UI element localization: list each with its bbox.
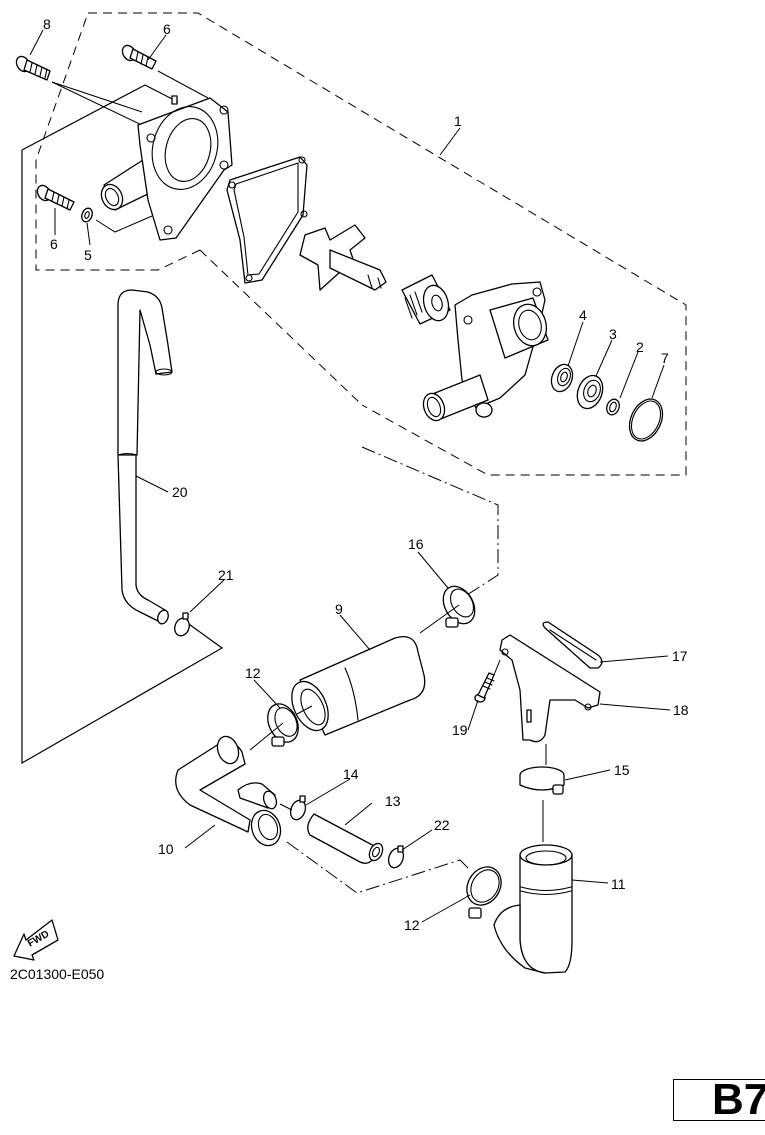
callout-3: 3 [609,326,617,342]
callout-14: 14 [343,766,359,782]
callout-4: 4 [579,307,587,323]
leader-bolt-8 [51,81,149,129]
hose-route-outline-top [21,84,179,151]
leader-cover18-clamp15 [542,744,547,842]
callout-16: 16 [408,536,424,552]
hose-11 [493,844,573,974]
bearing-3 [576,374,604,410]
callout-15: 15 [614,762,630,778]
pipe-10 [175,735,282,847]
hose-9 [291,635,426,736]
leader-hose9-clamp16 [419,604,460,634]
callout-13: 13 [385,793,401,809]
callout-6-bottom: 6 [50,236,58,252]
clamp-14 [289,795,307,821]
leader-washer-5 [95,215,153,233]
leader-clamp12-pipe10 [249,705,313,751]
leader-pipe10-clamp14 [279,803,293,811]
pump-housing [422,281,549,422]
breather-hose-20 [117,289,173,625]
callout-leaders [29,29,671,923]
bolt-19 [474,672,495,703]
callout-19: 19 [452,722,468,738]
leader-bolt-6-top [157,70,209,99]
mechanical-seal [401,274,451,325]
callout-20: 20 [172,484,188,500]
callout-5: 5 [84,247,92,263]
callout-22: 22 [434,817,450,833]
hose-route-outline [21,150,224,765]
callout-9: 9 [335,601,343,617]
oil-seal-4 [550,363,574,393]
impeller-shaft [299,224,387,291]
callout-11: 11 [611,876,626,892]
callout-8: 8 [43,16,51,32]
callout-7: 7 [661,350,669,366]
bolt-6-top [121,44,157,70]
route-line-bottom [286,841,471,894]
leader-bolt19-cover [493,659,501,676]
drawing-code: 2C01300-E050 [10,966,105,982]
clamp-21 [174,612,190,637]
callout-6-top: 6 [163,21,171,37]
hose-clamp-12-lower [466,866,502,919]
fwd-arrow-icon: FWD [13,919,59,961]
callout-12-upper: 12 [245,665,261,681]
washer-5 [81,207,93,223]
callout-10: 10 [158,841,174,857]
gasket-17 [542,621,603,669]
circlip-2 [606,398,620,416]
bolt-8 [15,55,51,81]
assembly-1-dashed-boundary [35,12,687,476]
gasket [226,156,308,284]
callout-2: 2 [636,339,644,355]
route-line-right [361,446,499,596]
hose-13 [307,813,384,864]
page-code: B7 [712,1075,765,1124]
o-ring-7 [628,398,664,442]
callout-17: 17 [672,648,688,664]
hose-clamp-15 [519,766,565,795]
page-code-box: B7 [673,1075,765,1124]
callout-12-lower: 12 [404,917,420,933]
clamp-22 [387,845,405,869]
pump-cover [100,95,233,241]
callout-21: 21 [218,567,234,583]
callout-18: 18 [673,702,689,718]
bolt-6-bottom [36,184,75,211]
callout-1: 1 [454,113,462,129]
thermostat-cover-18 [499,634,601,743]
